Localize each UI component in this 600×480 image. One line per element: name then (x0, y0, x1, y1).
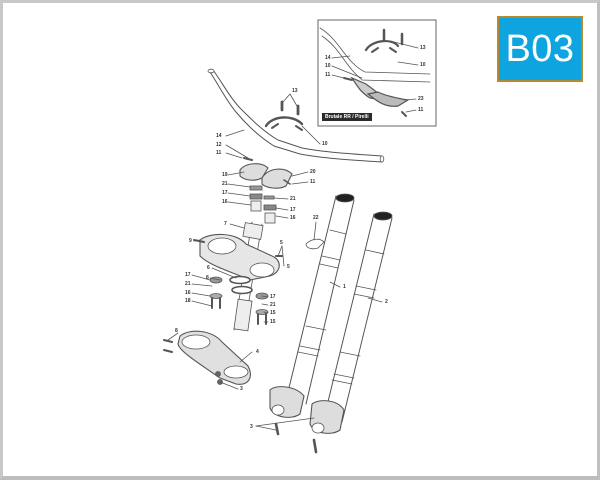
part-label: 17 (222, 190, 228, 196)
part-label: 17 (290, 207, 296, 213)
inset-labels: 13 14 10 11 10 23 11 (325, 45, 426, 113)
part-label: 3 (250, 424, 253, 430)
part-label: 3 (240, 386, 243, 392)
part-label: 15 (270, 310, 276, 316)
part-label: 23 (418, 96, 424, 102)
part-label: 14 (216, 133, 222, 139)
part-label: 5 (287, 264, 290, 270)
part-label: 16 (222, 199, 228, 205)
part-label: 20 (310, 169, 316, 175)
part-label: 21 (290, 196, 296, 202)
part-label: 19 (222, 172, 228, 178)
part-label: 6 (207, 265, 210, 271)
part-label: 18 (185, 298, 191, 304)
part-label: 17 (270, 294, 276, 300)
part-label: 21 (270, 302, 276, 308)
inset-caption: Brutale RR / Pirelli (322, 113, 372, 121)
section-code-badge: B03 (497, 16, 583, 82)
part-label: 12 (216, 142, 222, 148)
part-label: 9 (189, 238, 192, 244)
part-label: 4 (256, 349, 259, 355)
part-label: 22 (313, 215, 319, 221)
part-label: 16 (290, 215, 296, 221)
part-label: 21 (185, 281, 191, 287)
part-label: 10 (322, 141, 328, 147)
part-labels: 13 14 12 11 10 19 20 11 21 17 21 16 17 1… (175, 88, 388, 430)
part-label: 15 (270, 319, 276, 325)
part-label: 10 (420, 62, 426, 68)
inset-box (317, 19, 437, 127)
part-label: 11 (310, 179, 316, 185)
part-label: 17 (185, 272, 191, 278)
part-label: 2 (385, 299, 388, 305)
part-label: 1 (343, 284, 346, 290)
part-label: 11 (216, 150, 222, 156)
part-label: 5 (280, 240, 283, 246)
part-label: 16 (185, 290, 191, 296)
part-label: 11 (325, 72, 331, 78)
part-label: 7 (224, 221, 227, 227)
part-label: 8 (206, 275, 209, 281)
part-label: 10 (325, 63, 331, 69)
part-label: 21 (222, 181, 228, 187)
part-label: 8 (175, 328, 178, 334)
part-label: 14 (325, 55, 331, 61)
part-label: 13 (292, 88, 298, 94)
part-label: 13 (420, 45, 426, 51)
part-label: 11 (418, 107, 424, 113)
